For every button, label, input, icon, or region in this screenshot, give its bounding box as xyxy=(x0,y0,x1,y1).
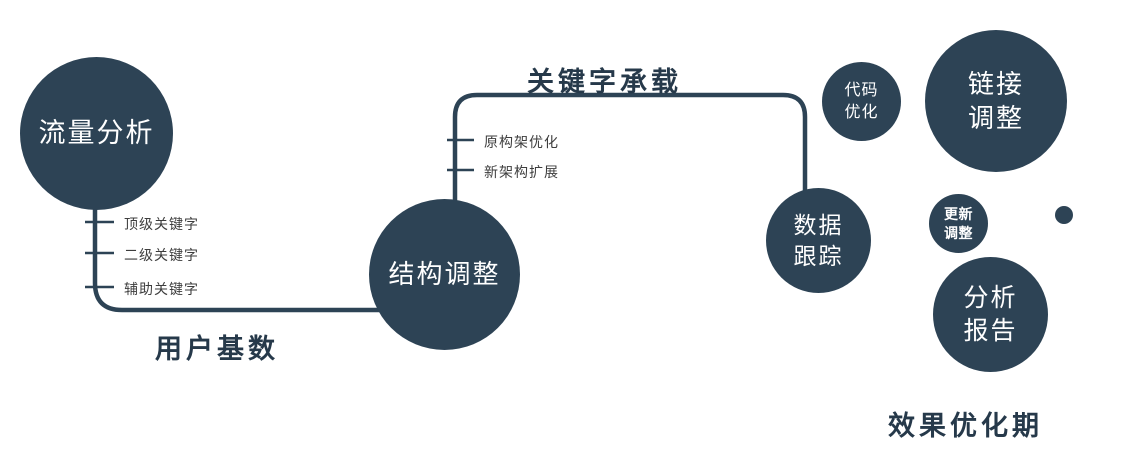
tick-label-auxiliary-keyword: 辅助关键字 xyxy=(124,281,199,297)
tick-label-architecture-expand: 新架构扩展 xyxy=(484,164,559,180)
node-small-dot xyxy=(1055,206,1073,224)
node-analysis-report: 分析 报告 xyxy=(933,257,1048,372)
node-link-adjustment: 链接 调整 xyxy=(925,30,1067,172)
tick-label-secondary-keyword: 二级关键字 xyxy=(124,247,199,263)
node-analysis-report-label: 分析 报告 xyxy=(963,283,1018,345)
node-structure-adjustment-label: 结构调整 xyxy=(388,259,501,290)
node-traffic-analysis: 流量分析 xyxy=(20,57,173,210)
edge-user-base-path xyxy=(92,196,393,313)
node-update-adjustment: 更新 调整 xyxy=(929,194,988,253)
node-update-adjustment-label: 更新 调整 xyxy=(944,206,973,241)
caption-effect-optimization-period: 效果优化期 xyxy=(888,411,1043,441)
node-link-adjustment-label: 链接 调整 xyxy=(967,68,1024,133)
node-code-optimization-label: 代码 优化 xyxy=(844,82,879,121)
edge-label-user-base: 用户基数 xyxy=(155,334,279,364)
node-code-optimization: 代码 优化 xyxy=(822,62,901,141)
edge-keyword-bearing-path xyxy=(452,92,808,204)
node-data-tracking: 数据 跟踪 xyxy=(766,188,871,293)
tick-label-top-keyword: 顶级关键字 xyxy=(124,216,199,232)
edge-label-keyword-bearing: 关键字承载 xyxy=(527,67,682,97)
node-data-tracking-label: 数据 跟踪 xyxy=(793,212,844,269)
tick-label-architecture-optimize: 原构架优化 xyxy=(484,134,559,150)
node-structure-adjustment: 结构调整 xyxy=(369,199,520,350)
node-traffic-analysis-label: 流量分析 xyxy=(38,117,155,148)
